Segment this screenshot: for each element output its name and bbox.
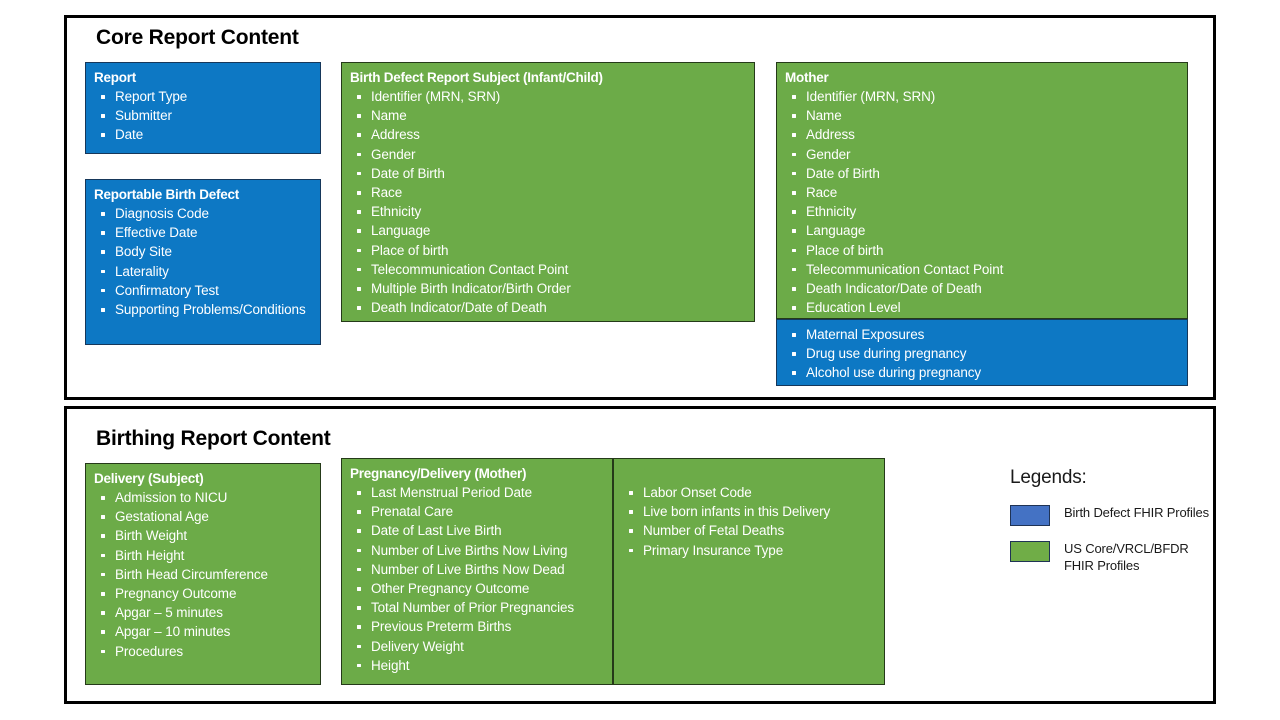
- list-item: Ethnicity: [350, 202, 746, 221]
- list-item: Height: [350, 656, 604, 675]
- list-item: Primary Insurance Type: [622, 541, 876, 560]
- reportable-birth-defect-box: Reportable Birth Defect Diagnosis Code E…: [85, 179, 321, 345]
- list-item: Procedures: [94, 642, 312, 661]
- pregnancy-delivery-mother-continued-heading: [622, 464, 876, 483]
- list-item: Effective Date: [94, 223, 312, 242]
- list-item: Place of birth: [785, 241, 1179, 260]
- list-item: Previous Preterm Births: [350, 617, 604, 636]
- list-item: Confirmatory Test: [94, 281, 312, 300]
- pregnancy-delivery-mother-continued-items: Labor Onset Code Live born infants in th…: [622, 483, 876, 560]
- list-item: Maternal Exposures: [785, 325, 1179, 344]
- maternal-exposures-items: Maternal Exposures Drug use during pregn…: [785, 325, 1179, 383]
- list-item: Language: [350, 221, 746, 240]
- pregnancy-delivery-mother-box: Pregnancy/Delivery (Mother) Last Menstru…: [341, 458, 613, 685]
- list-item: Death Indicator/Date of Death: [785, 279, 1179, 298]
- list-item: Date of Birth: [785, 164, 1179, 183]
- list-item: Identifier (MRN, SRN): [350, 87, 746, 106]
- mother-box-heading: Mother: [785, 70, 829, 85]
- pregnancy-delivery-mother-box-continued: Labor Onset Code Live born infants in th…: [613, 458, 885, 685]
- report-box: Report Report Type Submitter Date: [85, 62, 321, 154]
- list-item: Gestational Age: [94, 507, 312, 526]
- list-item: Race: [350, 183, 746, 202]
- legend-swatch-blue: [1010, 505, 1050, 526]
- report-box-heading: Report: [94, 70, 136, 85]
- list-item: Date of Birth: [350, 164, 746, 183]
- delivery-subject-heading: Delivery (Subject): [94, 471, 204, 486]
- list-item: Language: [785, 221, 1179, 240]
- mother-box-items: Identifier (MRN, SRN) Name Address Gende…: [785, 87, 1179, 317]
- list-item: Submitter: [94, 106, 312, 125]
- list-item: Report Type: [94, 87, 312, 106]
- list-item: Gender: [785, 145, 1179, 164]
- list-item: Death Indicator/Date of Death: [350, 298, 746, 317]
- legend-item-birth-defect: Birth Defect FHIR Profiles: [1010, 504, 1215, 526]
- list-item: Live born infants in this Delivery: [622, 502, 876, 521]
- delivery-subject-items: Admission to NICU Gestational Age Birth …: [94, 488, 312, 661]
- maternal-exposures-box: Maternal Exposures Drug use during pregn…: [776, 319, 1188, 386]
- legend-swatch-green: [1010, 541, 1050, 562]
- birth-defect-report-subject-heading: Birth Defect Report Subject (Infant/Chil…: [350, 70, 603, 85]
- birth-defect-report-subject-box: Birth Defect Report Subject (Infant/Chil…: [341, 62, 755, 322]
- list-item: Education Level: [785, 298, 1179, 317]
- reportable-birth-defect-items: Diagnosis Code Effective Date Body Site …: [94, 204, 312, 319]
- legend-label-birth-defect: Birth Defect FHIR Profiles: [1064, 505, 1209, 520]
- list-item: Birth Height: [94, 546, 312, 565]
- list-item: Pregnancy Outcome: [94, 584, 312, 603]
- list-item: Labor Onset Code: [622, 483, 876, 502]
- list-item: Body Site: [94, 242, 312, 261]
- list-item: Date of Last Live Birth: [350, 521, 604, 540]
- list-item: Birth Weight: [94, 526, 312, 545]
- list-item: Name: [350, 106, 746, 125]
- reportable-birth-defect-heading: Reportable Birth Defect: [94, 187, 240, 202]
- list-item: Number of Live Births Now Living: [350, 541, 604, 560]
- birthing-report-content-title: Birthing Report Content: [96, 427, 331, 450]
- list-item: Diagnosis Code: [94, 204, 312, 223]
- delivery-subject-box: Delivery (Subject) Admission to NICU Ges…: [85, 463, 321, 685]
- list-item: Apgar – 5 minutes: [94, 603, 312, 622]
- list-item: Address: [350, 125, 746, 144]
- report-box-items: Report Type Submitter Date: [94, 87, 312, 145]
- list-item: Other Pregnancy Outcome: [350, 579, 604, 598]
- list-item: Apgar – 10 minutes: [94, 622, 312, 641]
- list-item: Prenatal Care: [350, 502, 604, 521]
- list-item: Number of Fetal Deaths: [622, 521, 876, 540]
- list-item: Total Number of Prior Pregnancies: [350, 598, 604, 617]
- pregnancy-delivery-mother-heading: Pregnancy/Delivery (Mother): [350, 466, 527, 481]
- list-item: Address: [785, 125, 1179, 144]
- list-item: Race: [785, 183, 1179, 202]
- pregnancy-delivery-mother-items: Last Menstrual Period Date Prenatal Care…: [350, 483, 604, 675]
- list-item: Date: [94, 125, 312, 144]
- legend-label-us-core: US Core/VRCL/BFDR FHIR Profiles: [1064, 541, 1189, 573]
- mother-box: Mother Identifier (MRN, SRN) Name Addres…: [776, 62, 1188, 319]
- list-item: Admission to NICU: [94, 488, 312, 507]
- list-item: Telecommunication Contact Point: [785, 260, 1179, 279]
- list-item: Ethnicity: [785, 202, 1179, 221]
- legend-item-us-core: US Core/VRCL/BFDR FHIR Profiles: [1010, 540, 1215, 574]
- list-item: Telecommunication Contact Point: [350, 260, 746, 279]
- list-item: Supporting Problems/Conditions: [94, 300, 312, 319]
- birth-defect-report-subject-items: Identifier (MRN, SRN) Name Address Gende…: [350, 87, 746, 317]
- list-item: Delivery Weight: [350, 637, 604, 656]
- legends-title: Legends:: [1010, 467, 1087, 488]
- list-item: Multiple Birth Indicator/Birth Order: [350, 279, 746, 298]
- core-report-content-title: Core Report Content: [96, 26, 299, 49]
- legends: Legends: Birth Defect FHIR Profiles US C…: [1010, 466, 1215, 588]
- list-item: Last Menstrual Period Date: [350, 483, 604, 502]
- list-item: Laterality: [94, 262, 312, 281]
- list-item: Place of birth: [350, 241, 746, 260]
- list-item: Name: [785, 106, 1179, 125]
- list-item: Drug use during pregnancy: [785, 344, 1179, 363]
- list-item: Alcohol use during pregnancy: [785, 363, 1179, 382]
- list-item: Number of Live Births Now Dead: [350, 560, 604, 579]
- list-item: Gender: [350, 145, 746, 164]
- list-item: Identifier (MRN, SRN): [785, 87, 1179, 106]
- list-item: Birth Head Circumference: [94, 565, 312, 584]
